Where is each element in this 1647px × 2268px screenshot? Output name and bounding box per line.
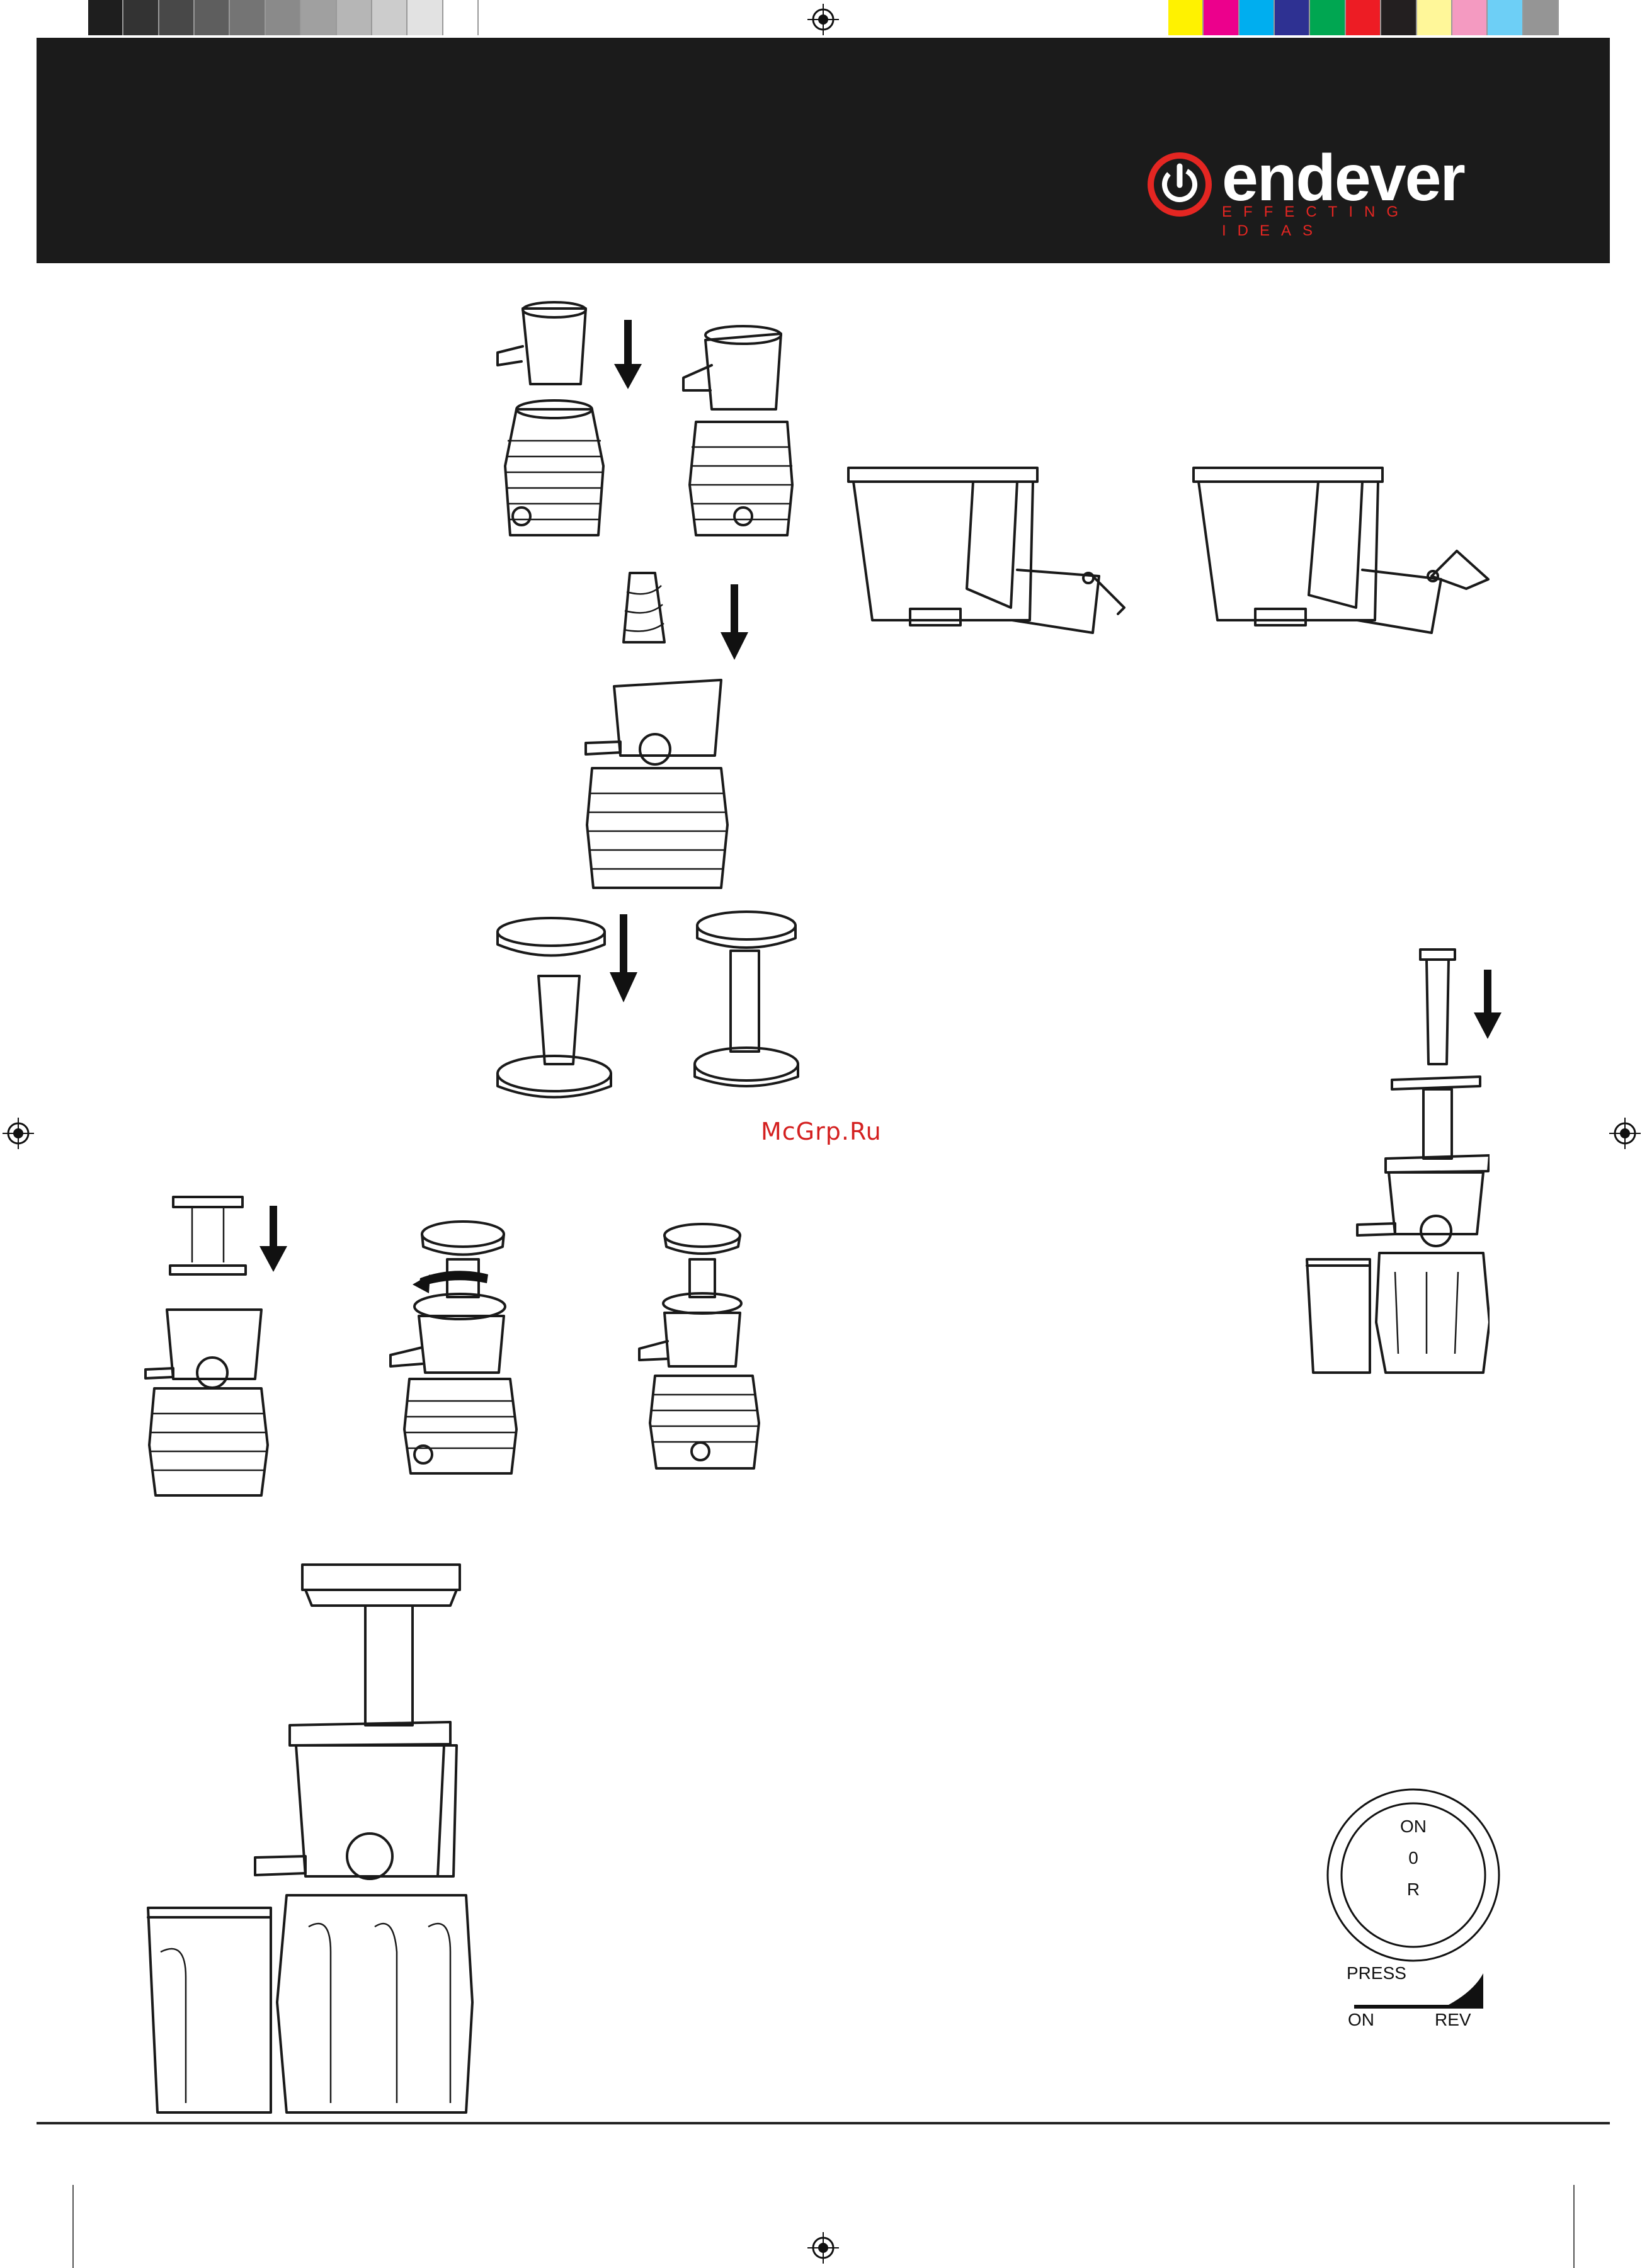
gray-swatch-8	[372, 0, 407, 35]
power-dial	[1325, 1787, 1502, 1963]
registration-mark-icon	[807, 2232, 839, 2264]
registration-mark-icon	[1609, 1118, 1641, 1149]
color-swatch-7	[1417, 0, 1452, 35]
down-arrow-icon	[610, 914, 637, 1002]
down-arrow-icon	[1474, 970, 1502, 1039]
color-swatch-3	[1275, 0, 1310, 35]
switch-on-label: ON	[1348, 2010, 1386, 2030]
hopper-chute-illustration	[494, 907, 803, 1114]
dial-on-label: ON	[1388, 1817, 1439, 1837]
footer-rule	[37, 2122, 1610, 2124]
color-swatch-6	[1381, 0, 1416, 35]
gray-swatch-1	[123, 0, 159, 35]
down-arrow-icon	[614, 320, 642, 389]
dial-zero-label: 0	[1388, 1848, 1439, 1868]
color-calibration-bar	[1168, 0, 1559, 35]
color-swatch-5	[1346, 0, 1381, 35]
pusher-insertion-illustration	[1301, 944, 1490, 1379]
down-arrow-icon	[259, 1206, 287, 1272]
color-swatch-10	[1524, 0, 1559, 35]
color-swatch-2	[1240, 0, 1275, 35]
color-swatch-0	[1168, 0, 1204, 35]
rotate-arrow-icon	[413, 1266, 494, 1297]
gray-swatch-9	[407, 0, 443, 35]
gray-swatch-2	[159, 0, 195, 35]
assembled-juicer-illustration	[630, 1222, 765, 1473]
color-swatch-8	[1452, 0, 1488, 35]
gray-swatch-5	[266, 0, 301, 35]
crop-mark	[72, 2185, 74, 2268]
bowl-assembly-illustration	[472, 296, 812, 560]
registration-mark-icon	[807, 4, 839, 35]
power-icon	[1145, 150, 1214, 219]
gray-swatch-6	[301, 0, 336, 35]
brand-tagline: EFFECTING IDEAS	[1222, 203, 1486, 222]
switch-rev-label: REV	[1435, 2010, 1485, 2030]
gray-swatch-7	[337, 0, 372, 35]
gray-swatch-3	[195, 0, 230, 35]
auger-insertion-illustration	[579, 567, 737, 900]
dial-reverse-label: R	[1388, 1880, 1439, 1900]
crop-mark	[1573, 2185, 1575, 2268]
gray-swatch-10	[443, 0, 479, 35]
press-switch-wedge	[1354, 1972, 1486, 2010]
watermark: McGrp.Ru	[761, 1118, 893, 1149]
gray-swatch-0	[88, 0, 123, 35]
down-arrow-icon	[721, 584, 748, 660]
gray-calibration-bar	[88, 0, 479, 35]
juice-bowl-cap-open-illustration	[1192, 463, 1495, 639]
hopper-lock-rotate-illustration	[378, 1215, 523, 1480]
large-juicer-with-cup-illustration	[142, 1562, 494, 2116]
color-swatch-4	[1310, 0, 1345, 35]
color-swatch-9	[1488, 0, 1523, 35]
color-swatch-1	[1204, 0, 1239, 35]
juice-bowl-cap-closed-illustration	[847, 463, 1137, 639]
registration-mark-icon	[3, 1118, 34, 1149]
gray-swatch-4	[230, 0, 265, 35]
